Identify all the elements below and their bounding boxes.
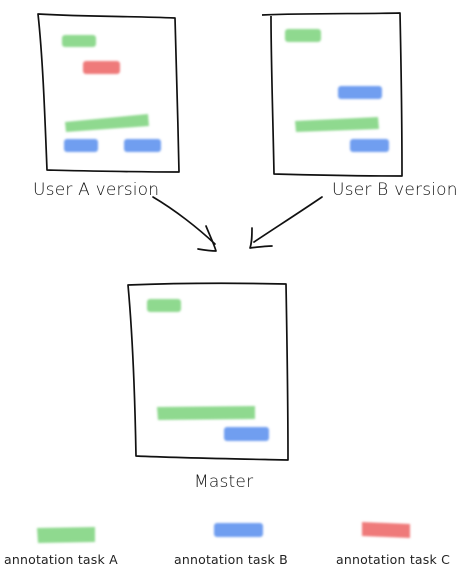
legend-swatch-task-b xyxy=(214,523,263,537)
user-a-annotation-task-a-2 xyxy=(65,114,149,132)
user-a-document xyxy=(37,13,180,173)
legend-label-task-b: annotation task B xyxy=(174,552,288,567)
legend-swatch-task-c xyxy=(362,522,410,538)
master-label: Master xyxy=(194,472,254,492)
user-b-document xyxy=(261,12,403,177)
user-a-annotation-task-b-1 xyxy=(64,139,98,152)
user-b-annotation-task-b-1 xyxy=(338,86,382,99)
user-a-version-label: User A version xyxy=(33,180,160,200)
master-annotation-task-a-2 xyxy=(157,406,255,420)
user-b-annotation-task-a-2 xyxy=(295,117,379,132)
legend-label-task-c: annotation task C xyxy=(336,552,451,567)
legend-label-task-a: annotation task A xyxy=(4,552,118,567)
merge-arrow-left xyxy=(152,196,217,252)
master-document-frame xyxy=(127,282,289,461)
user-b-version-label: User B version xyxy=(332,180,458,200)
master-annotation-task-a-1 xyxy=(147,299,181,312)
user-b-annotation-task-a-1 xyxy=(285,29,321,42)
user-a-annotation-task-c-1 xyxy=(83,61,120,74)
user-a-document-frame xyxy=(37,13,180,173)
master-annotation-task-b-1 xyxy=(224,427,269,441)
user-b-annotation-task-b-2 xyxy=(350,139,389,152)
user-a-annotation-task-a-1 xyxy=(62,35,96,47)
legend xyxy=(37,522,410,543)
master-document xyxy=(127,282,289,461)
user-b-document-frame xyxy=(261,12,403,177)
user-a-annotation-task-b-2 xyxy=(124,139,161,152)
legend-swatch-task-a xyxy=(37,527,95,543)
merge-arrow-right xyxy=(249,196,323,249)
